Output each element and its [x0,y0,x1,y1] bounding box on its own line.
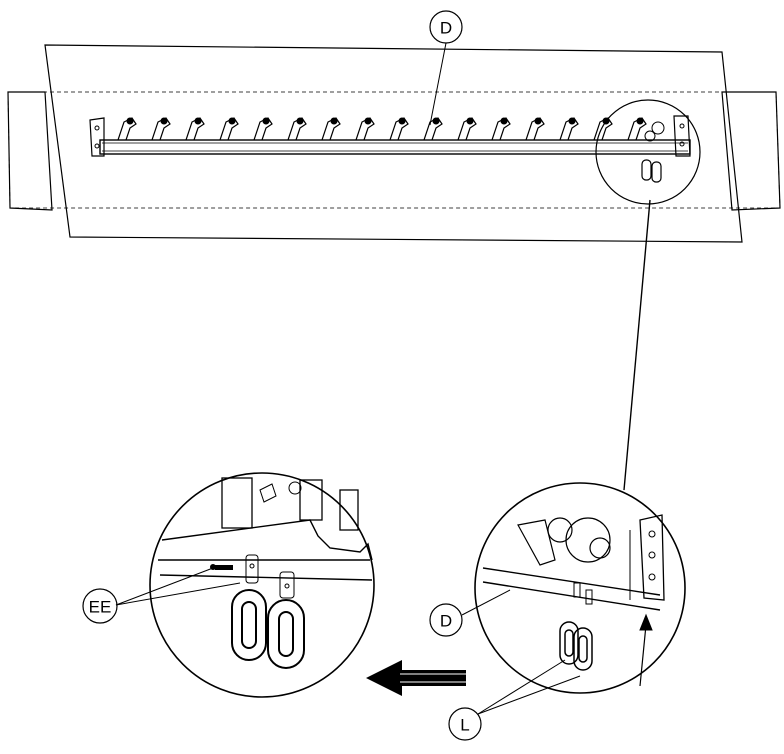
up-arrow-icon [639,624,647,687]
right-end-bracket-icon [644,115,691,157]
callout-d-top-label: D [440,19,452,38]
rail-hanger-icon [593,117,613,141]
rail-hanger-icon [219,117,239,141]
screw-icon [210,564,233,570]
rail-hanger-icon [559,117,579,141]
packaging-box [7,44,781,243]
rail-hanger-icon [151,117,171,141]
callout-ee [82,588,118,624]
rail-hanger-icon [491,117,511,141]
direction-arrow-icon [366,660,466,696]
rail-hanger-icon [253,117,273,141]
left-end-bracket-icon [89,117,105,157]
rail-hanger-icon [389,117,409,141]
hook-ring-icon [559,621,593,671]
hook-ring-icon [231,589,305,669]
callout-d-detail [429,603,463,637]
rail-hangers [117,117,647,141]
top-magnify-circle [595,99,701,205]
rail-hanger-icon [117,117,137,141]
left-detail-view [149,472,375,698]
callout-ee-label: EE [89,598,112,617]
rail-hanger-icon [457,117,477,141]
callout-d-detail-label: D [440,612,452,631]
rail-hanger-icon [355,117,375,141]
rail-hanger-icon [321,117,341,141]
callout-l-label: L [460,716,469,735]
right-detail-view [474,482,686,694]
curtain-rail-icon [89,115,691,183]
callout-d-top [429,10,463,44]
rail-hanger-icon [185,117,205,141]
rail-hanger-icon [287,117,307,141]
callout-l [448,707,482,741]
small-hooks-icon [641,159,662,183]
rail-hanger-icon [423,117,443,141]
rail-hanger-icon [627,117,647,141]
rail-hanger-icon [525,117,545,141]
